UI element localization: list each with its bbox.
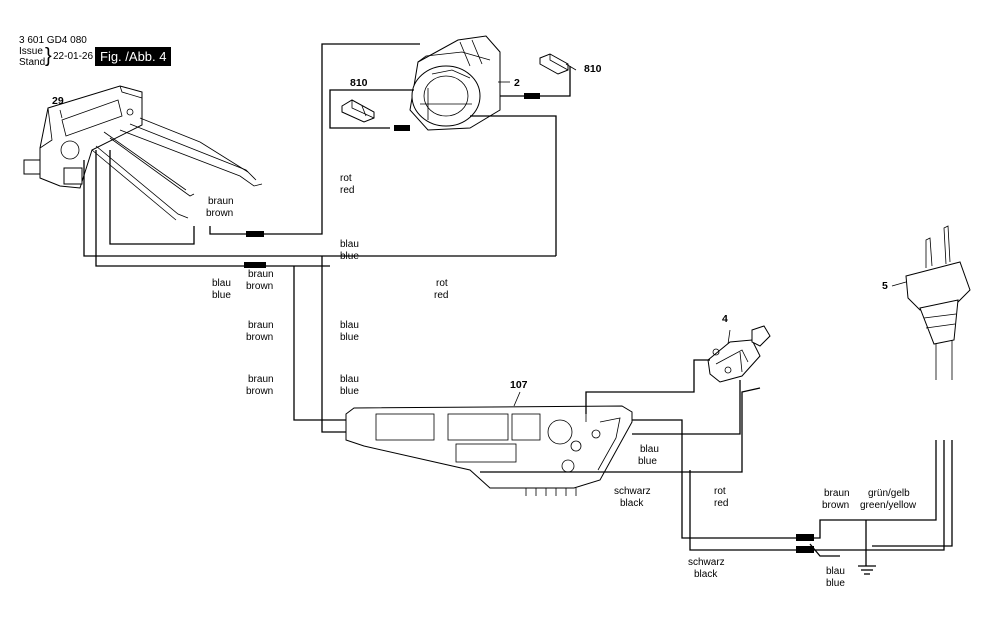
wire-label-braun-top: braun brown [206,196,234,219]
part-number-810-left: 810 [350,77,368,89]
part-2-field-coil [409,35,501,131]
svg-text:braun: braun [248,269,274,280]
svg-text:blau: blau [340,320,359,331]
svg-text:blau: blau [340,374,359,385]
svg-text:braun: braun [248,374,274,385]
svg-text:blau: blau [340,239,359,250]
svg-text:brown: brown [206,208,233,219]
svg-text:brown: brown [822,500,849,511]
wire-label-rot-top: rot red [340,173,354,196]
svg-text:blue: blue [826,578,845,589]
part-4-switch [707,325,771,383]
wire-label-rot-switch: rot red [714,486,728,509]
part-107-electronics-module [345,405,633,496]
svg-text:blau: blau [640,444,659,455]
issue-date: 22-01-26 [53,51,94,62]
svg-text:blau: blau [826,566,845,577]
part-number-5: 5 [882,280,888,292]
issue-label: Issue [19,46,43,57]
part-number-810-right: 810 [584,63,602,75]
document-number: 3 601 GD4 080 [19,35,87,46]
svg-text:black: black [694,569,718,580]
stand-label: Stand [19,57,46,68]
svg-text:blau: blau [212,278,231,289]
connector-sleeves [244,93,814,553]
svg-text:blue: blue [340,386,359,397]
carbon-brush-810-right [539,53,569,75]
svg-text:brown: brown [246,386,273,397]
svg-text:blue: blue [212,290,231,301]
part-number-107: 107 [510,379,528,391]
figure-label: Fig. /Abb. 4 [95,47,172,66]
svg-text:grün/gelb: grün/gelb [868,488,910,499]
ground-symbol [858,565,876,575]
part-5-mains-plug [905,225,971,380]
svg-text:braun: braun [824,488,850,499]
svg-text:red: red [434,290,448,301]
svg-text:braun: braun [248,320,274,331]
wire-label-schwarz-bottom: schwarz black [688,557,725,580]
svg-text:brown: brown [246,281,273,292]
svg-text:green/yellow: green/yellow [860,500,917,511]
wire-label-gruen-gelb-cord: grün/gelb green/yellow [860,488,917,511]
svg-text:schwarz: schwarz [614,486,651,497]
wire-label-blau-left: blau blue [212,278,231,301]
wire-label-blau-cord: blau blue [826,566,845,589]
wire-label-blau-switch: blau blue [638,444,659,467]
svg-text:rot: rot [714,486,726,497]
wiring-harness [83,43,953,566]
svg-text:brown: brown [246,332,273,343]
svg-text:blue: blue [340,251,359,262]
svg-text:braun: braun [208,196,234,207]
svg-text:rot: rot [436,278,448,289]
carbon-brush-810-left [341,99,375,123]
wire-label-blau-mid-3: blau blue [340,374,359,397]
wire-label-rot-mid: rot red [434,278,448,301]
wire-label-blau-mid-2: blau blue [340,320,359,343]
part-29-switch-housing [23,85,263,221]
wire-label-braun-left-3: braun brown [246,374,274,397]
issue-brace: } [45,45,52,67]
svg-text:red: red [714,498,728,509]
leader-lines [59,63,907,407]
wire-label-braun-left-1: braun brown [246,269,274,292]
wire-label-blau-top: blau blue [340,239,359,262]
svg-text:schwarz: schwarz [688,557,725,568]
part-number-4: 4 [722,313,728,325]
svg-text:blue: blue [638,456,657,467]
svg-text:black: black [620,498,644,509]
wire-label-braun-left-2: braun brown [246,320,274,343]
svg-text:red: red [340,185,354,196]
part-number-2: 2 [514,77,520,89]
svg-text:blue: blue [340,332,359,343]
wire-label-braun-cord: braun brown [822,488,850,511]
wire-label-schwarz-board: schwarz black [614,486,651,509]
part-number-29: 29 [52,95,64,107]
svg-text:rot: rot [340,173,352,184]
